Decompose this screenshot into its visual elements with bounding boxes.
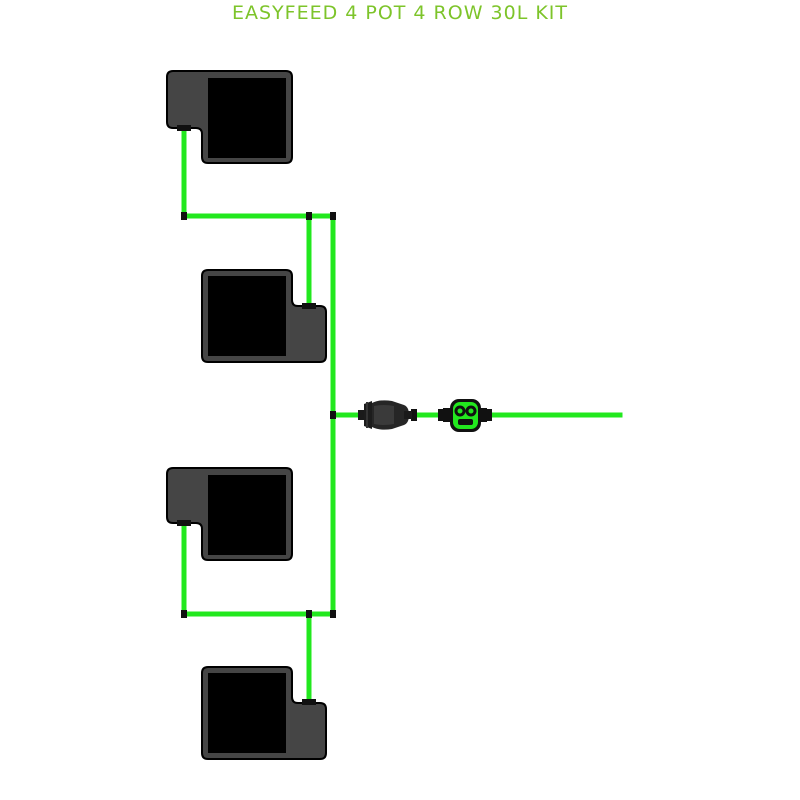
tee-joint (306, 212, 312, 220)
inline-fitting (411, 409, 417, 421)
pot-1 (166, 70, 293, 164)
valve-icon (443, 399, 487, 432)
pot-4 (201, 666, 327, 760)
pot-3-grow-area (208, 475, 286, 555)
pot-3-fitting (177, 520, 191, 526)
pot-4-fitting (302, 699, 316, 705)
pipe-joints (177, 125, 492, 705)
inline-fitting (438, 409, 444, 421)
elbow-joint (181, 610, 187, 618)
inline-fitting (486, 409, 492, 421)
pot-1-grow-area (208, 78, 286, 158)
tee-joint (330, 411, 336, 419)
pot-1-fitting (177, 125, 191, 131)
page-title: EASYFEED 4 POT 4 ROW 30L KIT (231, 2, 569, 24)
elbow-joint (181, 212, 187, 220)
pot-2-grow-area (208, 276, 286, 356)
elbow-joint (330, 610, 336, 618)
filter-icon (358, 400, 412, 430)
pot-4-grow-area (208, 673, 286, 753)
elbow-joint (330, 212, 336, 220)
pot-3 (166, 467, 293, 561)
pot-2 (201, 269, 327, 363)
tee-joint (306, 610, 312, 618)
pot-2-fitting (302, 303, 316, 309)
